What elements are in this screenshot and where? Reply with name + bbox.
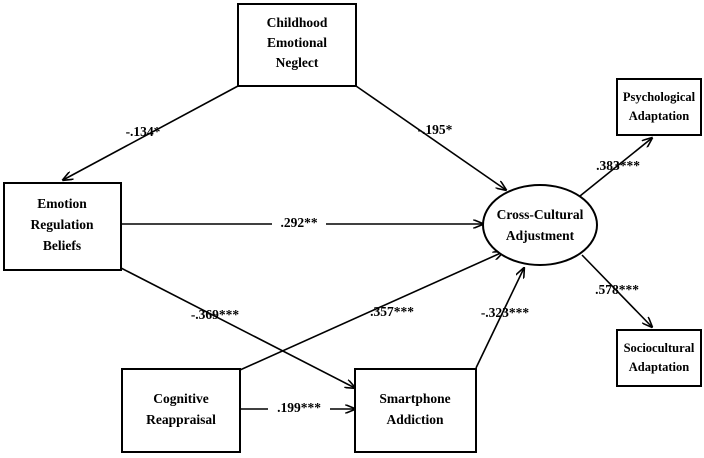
- node-label-childhood-emotional-neglect-line2: Emotional: [267, 35, 327, 50]
- node-box-emotion-regulation-beliefs: [3, 182, 122, 271]
- coefficient-label-cr-to-sa: .199***: [277, 400, 321, 415]
- node-label-smartphone-addiction-line1: Smartphone: [379, 391, 450, 406]
- coefficient-label-cr-to-cca: .357***: [370, 304, 414, 319]
- node-label-cognitive-reappraisal-line2: Reappraisal: [146, 412, 216, 427]
- coefficient-label-cen-to-cca: -.195*: [418, 122, 453, 137]
- node-box-childhood-emotional-neglect: [237, 3, 357, 87]
- node-label-childhood-emotional-neglect-line3: Neglect: [276, 55, 319, 70]
- node-psychological-adaptation[interactable]: Psychological Adaptation: [616, 78, 702, 136]
- node-label-psychological-adaptation-line1: Psychological: [623, 90, 696, 104]
- node-smartphone-addiction[interactable]: Smartphone Addiction: [354, 368, 477, 453]
- path-line-sa-to-cca: [475, 268, 524, 369]
- path-line-cca-to-sca: [581, 254, 652, 327]
- node-box-psychological-adaptation: [616, 78, 702, 136]
- node-label-emotion-regulation-beliefs-line3: Beliefs: [43, 238, 81, 253]
- node-box-cognitive-reappraisal: [121, 368, 241, 453]
- node-sociocultural-adaptation[interactable]: Sociocultural Adaptation: [616, 329, 702, 387]
- coefficient-label-erb-to-sa: -.369***: [191, 307, 240, 322]
- node-box-smartphone-addiction: [354, 368, 477, 453]
- coefficient-label-cen-to-erb: -.134*: [126, 124, 161, 139]
- node-label-cross-cultural-adjustment-line2: Adjustment: [506, 228, 575, 243]
- node-label-sociocultural-adaptation-line2: Adaptation: [629, 360, 689, 374]
- path-line-cen-to-cca: [355, 85, 506, 190]
- node-childhood-emotional-neglect[interactable]: Childhood Emotional Neglect: [237, 3, 357, 87]
- coefficient-label-cca-to-pa: .383***: [596, 158, 640, 173]
- node-label-psychological-adaptation-line2: Adaptation: [629, 109, 689, 123]
- node-cross-cultural-adjustment[interactable]: Cross-Cultural Adjustment: [482, 184, 598, 266]
- node-label-sociocultural-adaptation-line1: Sociocultural: [624, 341, 695, 355]
- node-label-emotion-regulation-beliefs-line1: Emotion: [37, 196, 87, 211]
- node-label-cognitive-reappraisal-line1: Cognitive: [153, 391, 209, 406]
- coefficient-label-erb-to-cca: .292**: [280, 215, 317, 230]
- path-line-cr-to-cca: [239, 252, 503, 371]
- coefficient-label-sa-to-cca: -.323***: [481, 305, 530, 320]
- node-label-smartphone-addiction-line2: Addiction: [386, 412, 444, 427]
- node-emotion-regulation-beliefs[interactable]: Emotion Regulation Beliefs: [3, 182, 122, 271]
- path-line-erb-to-sa: [120, 267, 355, 388]
- node-label-cross-cultural-adjustment-line1: Cross-Cultural: [497, 207, 584, 222]
- path-line-cca-to-pa: [579, 138, 652, 197]
- node-ellipse-cross-cultural-adjustment: [482, 184, 598, 266]
- path-line-cen-to-erb: [63, 85, 239, 180]
- node-cognitive-reappraisal[interactable]: Cognitive Reappraisal: [121, 368, 241, 453]
- node-box-sociocultural-adaptation: [616, 329, 702, 387]
- coefficient-label-cca-to-sca: .578***: [595, 282, 639, 297]
- node-label-emotion-regulation-beliefs-line2: Regulation: [30, 217, 93, 232]
- node-label-childhood-emotional-neglect-line1: Childhood: [267, 15, 328, 30]
